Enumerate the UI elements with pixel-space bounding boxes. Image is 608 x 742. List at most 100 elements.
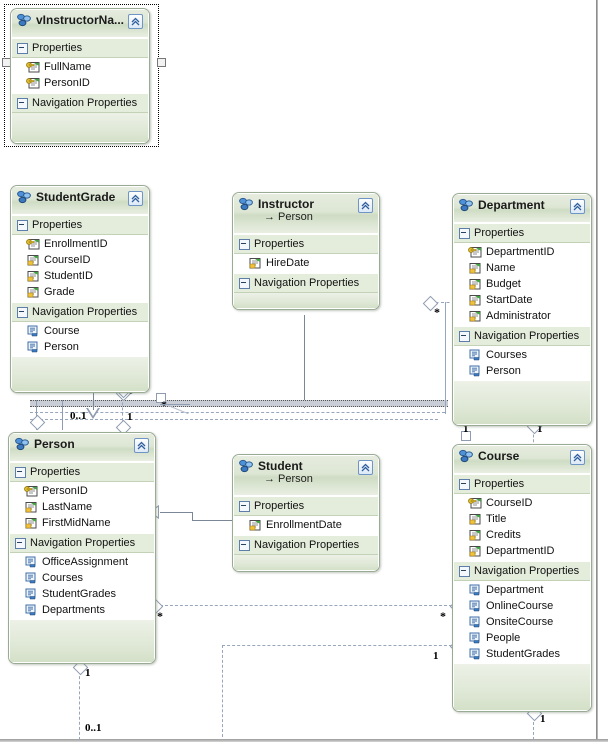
navigation-row[interactable]: OnsiteCourse xyxy=(454,614,590,630)
navigation-row[interactable]: Courses xyxy=(10,570,154,586)
connector-studentgrade-person[interactable] xyxy=(122,392,123,426)
property-row[interactable]: FirstMidName xyxy=(10,515,154,531)
navigation-row[interactable]: Person xyxy=(454,363,590,379)
connector-course-studentgrade-h[interactable] xyxy=(222,645,457,646)
selected-association-band[interactable] xyxy=(30,400,448,407)
property-row[interactable]: Credits xyxy=(454,527,590,543)
connector-person-course[interactable] xyxy=(155,605,457,606)
section-properties[interactable]: Properties xyxy=(10,462,154,482)
connector-student-person-v[interactable] xyxy=(192,512,193,521)
connector-course-bottom-v[interactable] xyxy=(533,712,534,740)
connector-department-course-vertical[interactable] xyxy=(533,425,534,447)
connector-person-bottom-v[interactable] xyxy=(79,666,80,740)
section-navigation-properties[interactable]: Navigation Properties xyxy=(234,273,378,293)
entity-header[interactable]: Student → Person xyxy=(234,456,378,496)
navigation-row[interactable]: People xyxy=(454,630,590,646)
connector-student-person-h[interactable] xyxy=(192,520,232,521)
entity-student[interactable]: Student → Person Properties EnrollmentDa… xyxy=(232,454,380,572)
section-properties[interactable]: Properties xyxy=(12,38,148,58)
collapse-icon[interactable] xyxy=(128,14,143,29)
collapse-icon[interactable] xyxy=(570,450,585,465)
collapse-icon[interactable] xyxy=(358,198,373,213)
collapse-toggle-icon[interactable] xyxy=(15,537,26,549)
connector-instructor-person[interactable] xyxy=(304,315,305,408)
property-row[interactable]: CourseID xyxy=(12,252,148,268)
connector-person-department-2[interactable] xyxy=(30,412,445,413)
property-row[interactable]: EnrollmentID xyxy=(12,236,148,252)
navigation-row[interactable]: Person xyxy=(12,339,148,355)
property-row[interactable]: LastName xyxy=(10,499,154,515)
entity-course[interactable]: Course Properties CourseID xyxy=(452,444,592,712)
connector-instructor-inherit[interactable] xyxy=(93,390,94,410)
entity-header[interactable]: vInstructorNa... xyxy=(12,10,148,38)
collapse-toggle-icon[interactable] xyxy=(459,478,470,490)
property-row[interactable]: DepartmentID xyxy=(454,543,590,559)
collapse-toggle-icon[interactable] xyxy=(17,306,28,318)
property-row[interactable]: StudentID xyxy=(12,268,148,284)
entity-header[interactable]: Course xyxy=(454,446,590,474)
navigation-row[interactable]: OfficeAssignment xyxy=(10,554,154,570)
property-row[interactable]: Title xyxy=(454,511,590,527)
entity-header[interactable]: StudentGrade xyxy=(12,187,148,215)
connector-department-person-h[interactable] xyxy=(430,302,455,303)
connector-department-vertical[interactable] xyxy=(445,302,446,414)
navigation-row[interactable]: StudentGrades xyxy=(454,646,590,662)
collapse-toggle-icon[interactable] xyxy=(239,500,250,512)
property-row[interactable]: Budget xyxy=(454,276,590,292)
entity-header[interactable]: Person xyxy=(10,434,154,462)
collapse-toggle-icon[interactable] xyxy=(459,330,470,342)
section-navigation-properties[interactable]: Navigation Properties xyxy=(12,302,148,322)
resize-handle-right[interactable] xyxy=(157,58,166,67)
connector-course-studentgrade-v[interactable] xyxy=(222,645,223,737)
collapse-toggle-icon[interactable] xyxy=(239,539,250,551)
property-row[interactable]: PersonID xyxy=(10,483,154,499)
collapse-toggle-icon[interactable] xyxy=(459,227,470,239)
property-row[interactable]: FullName xyxy=(12,59,148,75)
section-navigation-properties[interactable]: Navigation Properties xyxy=(10,533,154,553)
navigation-row[interactable]: OnlineCourse xyxy=(454,598,590,614)
property-row[interactable]: EnrollmentDate xyxy=(234,517,378,533)
collapse-toggle-icon[interactable] xyxy=(17,219,28,231)
entity-studentgrade[interactable]: StudentGrade Properties EnrollmentID xyxy=(10,185,150,393)
property-row[interactable]: StartDate xyxy=(454,292,590,308)
navigation-row[interactable]: Course xyxy=(12,323,148,339)
section-navigation-properties[interactable]: Navigation Properties xyxy=(454,561,590,581)
navigation-row[interactable]: Departments xyxy=(10,602,154,618)
property-row[interactable]: Administrator xyxy=(454,308,590,324)
property-row[interactable]: CourseID xyxy=(454,495,590,511)
collapse-icon[interactable] xyxy=(128,191,143,206)
entity-header[interactable]: Department xyxy=(454,195,590,223)
collapse-toggle-icon[interactable] xyxy=(459,565,470,577)
section-properties[interactable]: Properties xyxy=(234,234,378,254)
connector-student-person-h2[interactable] xyxy=(160,512,193,513)
section-navigation-properties[interactable]: Navigation Properties xyxy=(454,326,590,346)
navigation-row[interactable]: StudentGrades xyxy=(10,586,154,602)
collapse-toggle-icon[interactable] xyxy=(17,42,28,54)
section-properties[interactable]: Properties xyxy=(12,215,148,235)
section-navigation-properties[interactable]: Navigation Properties xyxy=(12,93,148,113)
entity-instructor[interactable]: Instructor → Person Properties HireDate xyxy=(232,192,380,310)
connector-studentgrade-course[interactable] xyxy=(160,404,190,405)
entity-vinstructornames[interactable]: vInstructorNa... Properties FullName xyxy=(10,8,150,144)
collapse-icon[interactable] xyxy=(570,199,585,214)
entity-header[interactable]: Instructor → Person xyxy=(234,194,378,234)
connector-person-department-3[interactable] xyxy=(30,419,438,420)
property-row[interactable]: DepartmentID xyxy=(454,244,590,260)
property-row[interactable]: HireDate xyxy=(234,255,378,271)
collapse-icon[interactable] xyxy=(358,460,373,475)
property-row[interactable]: PersonID xyxy=(12,75,148,91)
entity-person[interactable]: Person Properties PersonID xyxy=(8,432,156,664)
collapse-icon[interactable] xyxy=(134,438,149,453)
collapse-toggle-icon[interactable] xyxy=(17,97,28,109)
section-properties[interactable]: Properties xyxy=(234,496,378,516)
property-row[interactable]: Grade xyxy=(12,284,148,300)
entity-department[interactable]: Department Properties DepartmentID xyxy=(452,193,592,426)
property-row[interactable]: Name xyxy=(454,260,590,276)
collapse-toggle-icon[interactable] xyxy=(15,466,26,478)
connector-into-person-left-2[interactable] xyxy=(62,400,63,430)
section-properties[interactable]: Properties xyxy=(454,223,590,243)
navigation-row[interactable]: Courses xyxy=(454,347,590,363)
navigation-row[interactable]: Department xyxy=(454,582,590,598)
section-properties[interactable]: Properties xyxy=(454,474,590,494)
